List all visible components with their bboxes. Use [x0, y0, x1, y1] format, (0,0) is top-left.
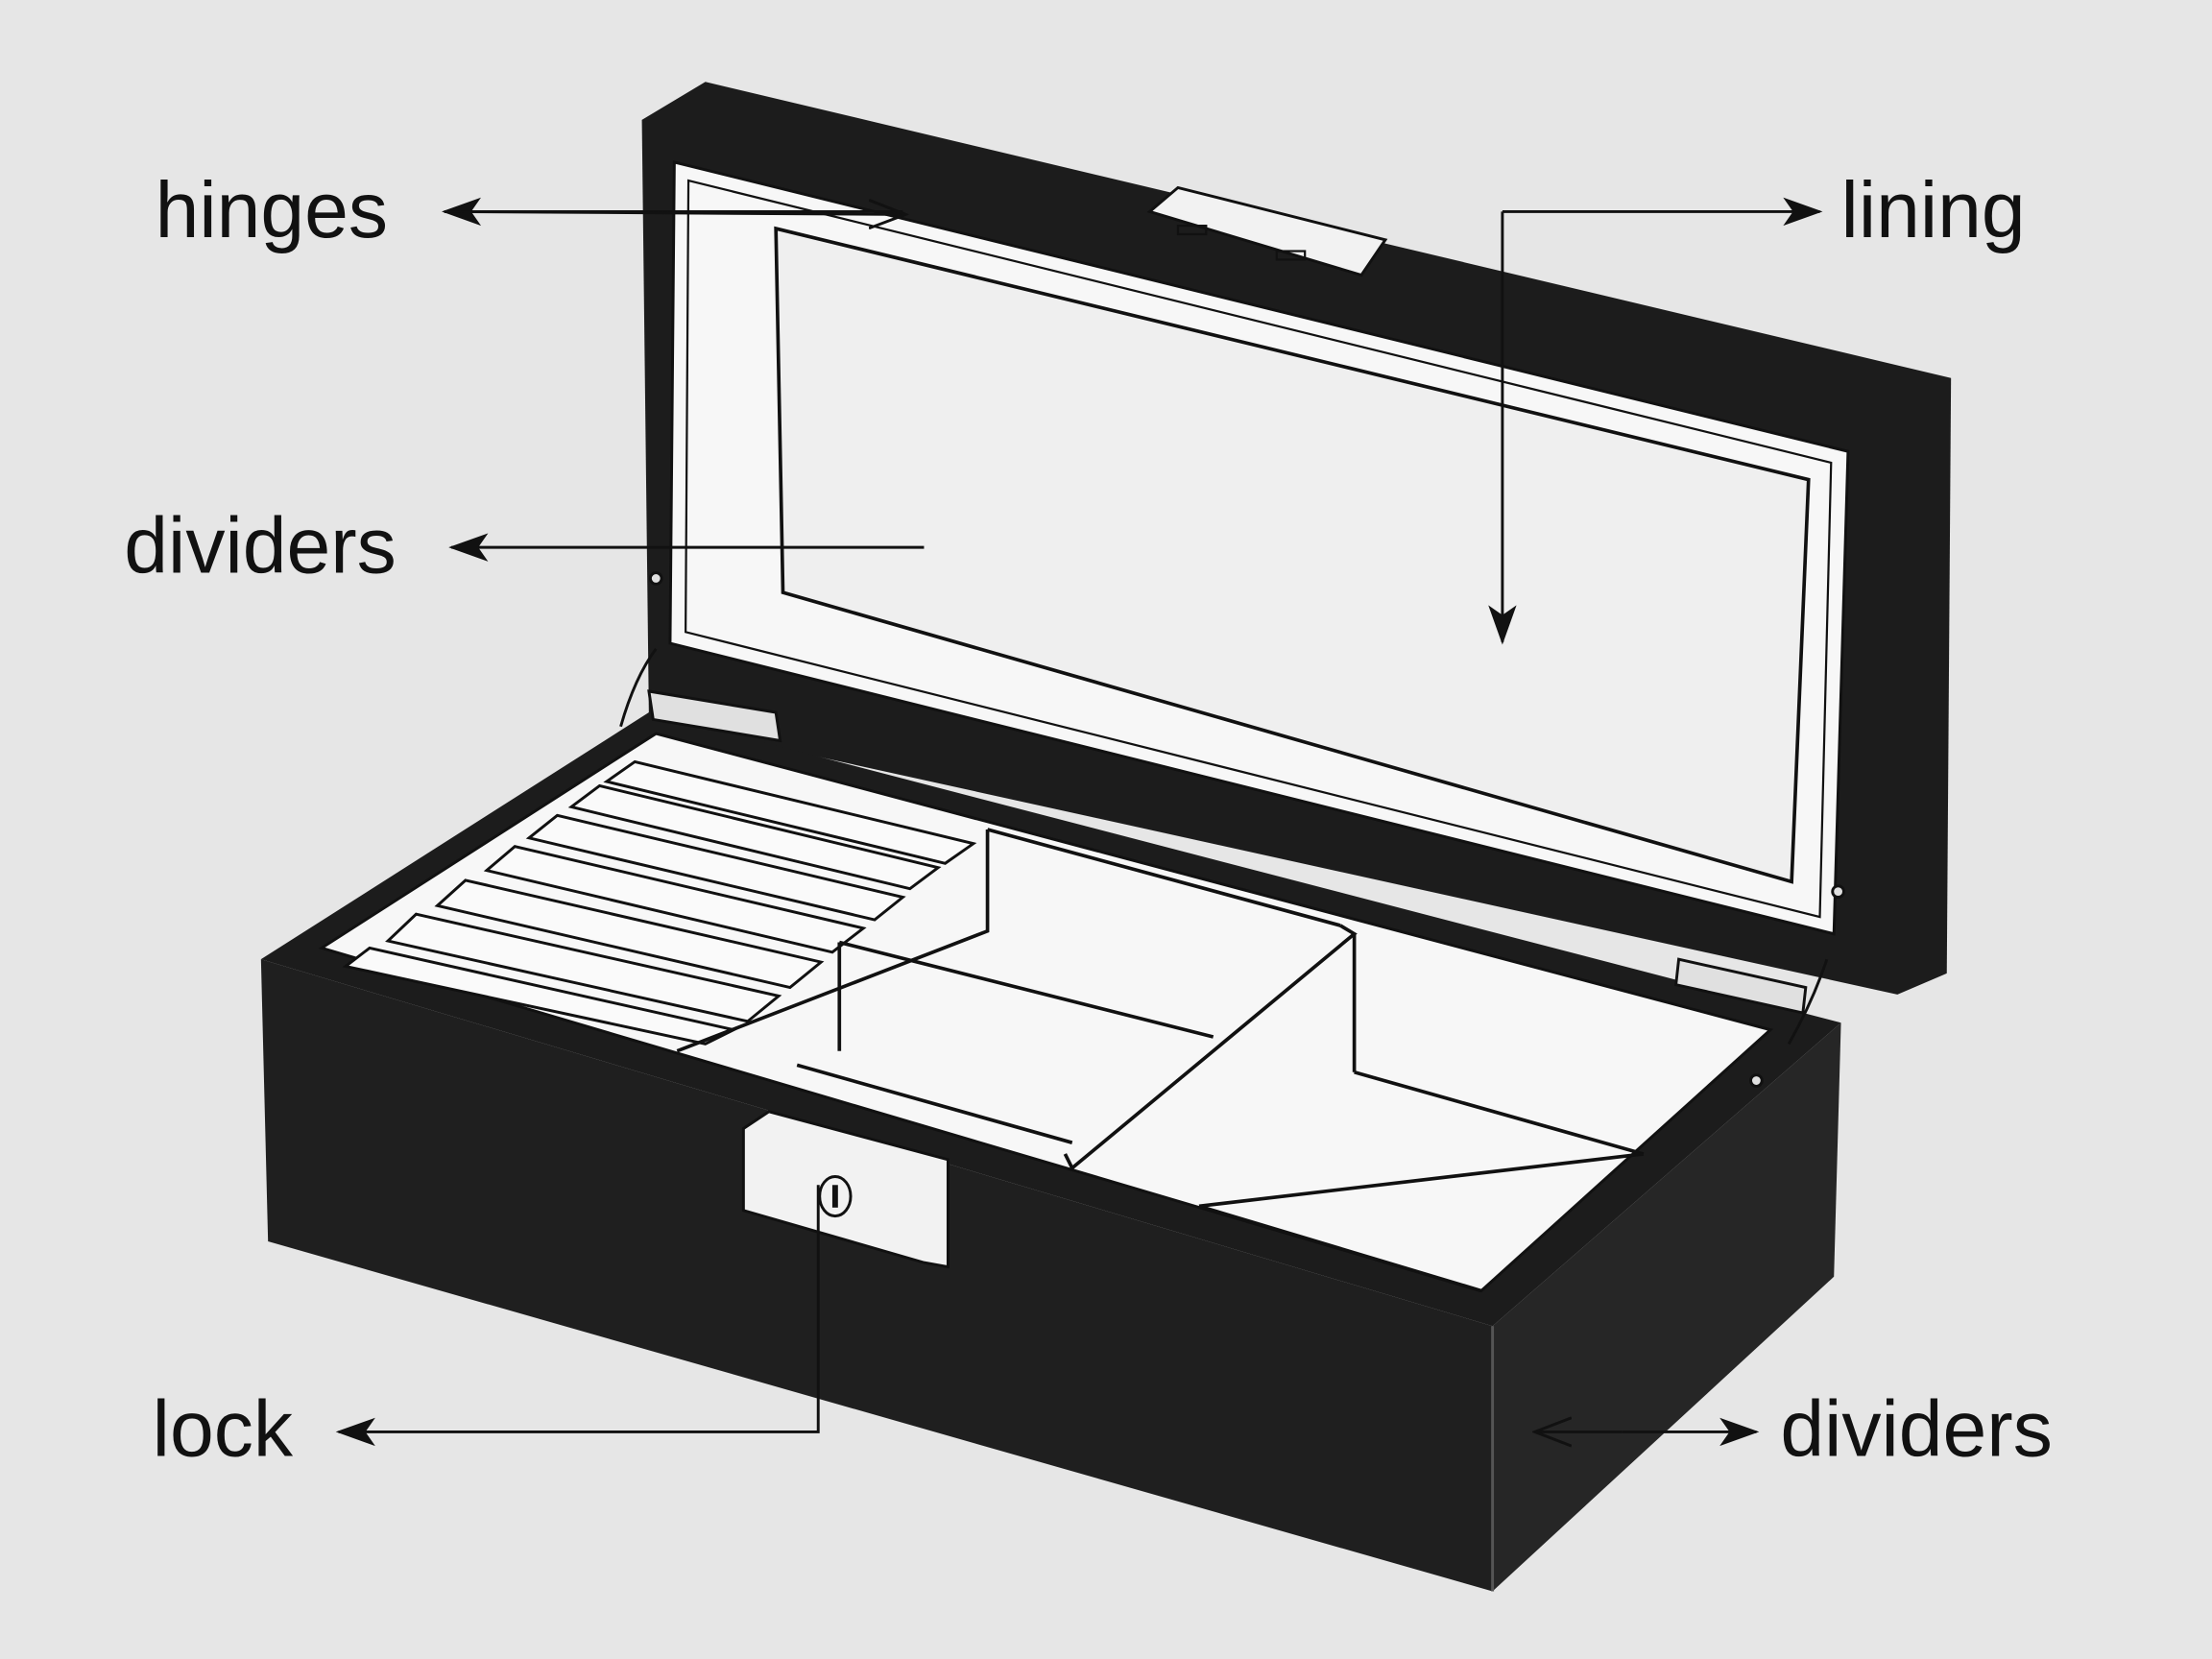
label-hinges: hinges — [156, 167, 388, 254]
hinge-right — [1674, 884, 1845, 1088]
tray-dividers — [676, 828, 1645, 1293]
label-dividers-left: dividers — [124, 503, 396, 590]
ring-rolls — [342, 759, 977, 1046]
lock-arrow — [335, 1185, 820, 1447]
lid-panel — [774, 226, 1811, 884]
base — [260, 571, 1845, 1592]
label-lining: lining — [1841, 167, 2026, 254]
side-face — [1492, 1022, 1841, 1592]
front-face — [260, 959, 1493, 1592]
lid-clasp — [1146, 185, 1388, 277]
annotation-arrows — [335, 197, 1823, 1447]
label-dividers-right: dividers — [1780, 1385, 2052, 1473]
label-lock: lock — [153, 1385, 294, 1473]
lid — [641, 82, 1952, 995]
lock-plate — [741, 1110, 950, 1269]
hinge-left — [619, 571, 782, 743]
